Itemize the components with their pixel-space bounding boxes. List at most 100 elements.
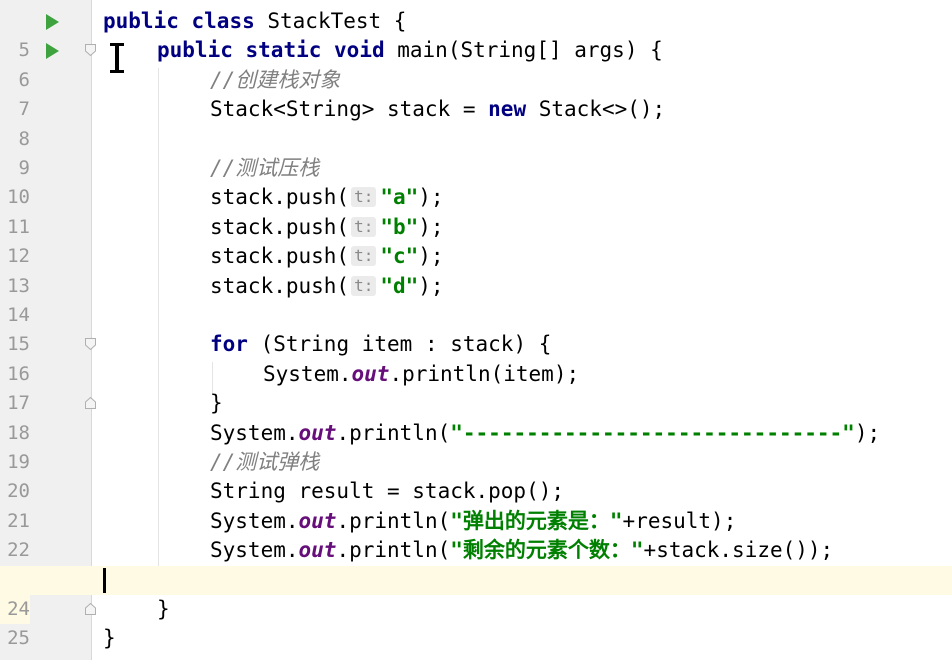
static-field: out: [298, 508, 337, 533]
string-literal: "剩余的元素个数：": [450, 538, 644, 563]
line-number: 19: [7, 451, 30, 473]
code-text: );: [854, 420, 881, 445]
code-line-6[interactable]: 6 public static void main(String[] args)…: [0, 36, 952, 90]
run-gutter-icon[interactable]: [46, 14, 59, 30]
code-text: System.: [210, 508, 299, 533]
line-number: 26: [0, 654, 30, 660]
code-text: +result);: [622, 508, 737, 533]
code-line-10[interactable]: 10 //测试压栈: [0, 154, 952, 208]
line-number: 12: [7, 245, 30, 268]
comment: //测试弹栈: [210, 450, 320, 474]
code-text: );: [418, 214, 444, 239]
fold-marker-icon[interactable]: [85, 338, 96, 351]
string-literal: "c": [380, 244, 419, 269]
code-text: stack.push(: [210, 244, 350, 269]
line-number: 18: [7, 421, 30, 444]
code-text: main(String[] args) {: [384, 38, 663, 63]
text-ibeam-cursor-icon: [109, 43, 125, 73]
fold-marker-icon[interactable]: [85, 44, 96, 57]
indent-guide: [212, 362, 213, 394]
code-line-16[interactable]: 16 for (String item : stack) {: [0, 330, 952, 384]
code-line-19[interactable]: 19 System.out.println("-----------------…: [0, 419, 952, 473]
keyword: public: [157, 38, 233, 63]
code-text: Stack<String> stack =: [210, 97, 489, 122]
code-line-17[interactable]: 17 System.out.println(item);: [0, 360, 952, 414]
code-line-7[interactable]: 7 //创建栈对象: [0, 66, 952, 120]
code-line-22[interactable]: 22 System.out.println("弹出的元素是："+result);: [0, 507, 952, 561]
code-line-25[interactable]: 25 }: [0, 595, 952, 649]
static-field: out: [351, 361, 390, 386]
code-line-26[interactable]: 26 }: [0, 624, 952, 660]
code-text: }: [103, 626, 116, 651]
keyword: for: [210, 332, 248, 357]
run-gutter-icon[interactable]: [46, 43, 59, 60]
text-caret: [103, 568, 106, 593]
string-literal: "弹出的元素是：": [450, 508, 623, 533]
code-text: System.: [210, 420, 299, 445]
line-number: 20: [7, 480, 30, 503]
keyword: class: [191, 9, 255, 33]
line-number: 13: [7, 274, 30, 297]
code-text: System.: [263, 361, 352, 386]
line-number: 24: [0, 595, 30, 625]
code-text: .println(: [336, 538, 451, 563]
code-text: );: [418, 273, 444, 298]
indent-guide: [158, 68, 159, 588]
code-line-8[interactable]: 8 Stack<String> stack = new Stack<>();: [0, 95, 952, 149]
code-text: (String item : stack) {: [247, 332, 552, 357]
code-line-9[interactable]: 9: [0, 125, 952, 179]
line-number: 17: [7, 392, 30, 415]
code-line-23[interactable]: 23 System.out.println("剩余的元素个数："+stack.s…: [0, 536, 952, 590]
code-text: .println(: [336, 508, 451, 533]
editor-gutter[interactable]: [0, 0, 92, 660]
keyword: void: [334, 38, 385, 63]
keyword: public: [103, 9, 179, 33]
line-number: 15: [7, 333, 30, 356]
code-text: stack.push(: [210, 273, 350, 298]
string-literal: "b": [380, 214, 419, 239]
code-text: );: [418, 244, 444, 269]
parameter-hint: t:: [351, 187, 377, 208]
code-line-11[interactable]: 11 stack.push(t:"a");: [0, 183, 952, 237]
code-line-24-current[interactable]: 24: [0, 565, 952, 625]
code-line-18[interactable]: 18 }: [0, 389, 952, 443]
string-literal: "d": [380, 273, 419, 298]
code-text: stack.push(: [210, 214, 350, 239]
code-text: .println(item);: [389, 361, 580, 386]
string-literal: "------------------------------": [450, 420, 855, 445]
comment: //创建栈对象: [210, 67, 341, 92]
code-text: Stack<>();: [526, 97, 666, 122]
keyword: new: [488, 97, 527, 122]
code-line-5[interactable]: 5 public class StackTest {: [0, 7, 952, 61]
keyword: static: [245, 38, 322, 63]
line-number: 7: [18, 98, 30, 121]
code-text: stack.push(: [210, 185, 350, 210]
line-number: 5: [18, 39, 30, 62]
code-text: +stack.size());: [643, 538, 834, 563]
code-line-12[interactable]: 12 stack.push(t:"b");: [0, 213, 952, 267]
code-line-14[interactable]: 14 stack.push(t:"d");: [0, 272, 952, 326]
code-text: String result = stack.pop();: [210, 479, 565, 504]
code-line-13[interactable]: 13 stack.push(t:"c");: [0, 242, 952, 296]
code-text: .println(: [336, 420, 451, 445]
line-number: 10: [7, 186, 30, 209]
code-line-15[interactable]: 15: [0, 301, 952, 355]
code-text: }: [210, 391, 223, 416]
static-field: out: [298, 538, 337, 563]
code-text: );: [418, 185, 444, 210]
line-number: 11: [7, 215, 30, 238]
code-line-21[interactable]: 21 String result = stack.pop();: [0, 477, 952, 531]
comment: //测试压栈: [210, 156, 320, 180]
code-text: StackTest {: [254, 9, 407, 33]
fold-end-icon[interactable]: [85, 603, 96, 615]
code-text: System.: [210, 538, 299, 563]
line-number: 22: [7, 539, 30, 562]
static-field: out: [298, 420, 337, 445]
line-number: 6: [18, 68, 30, 91]
code-line-20[interactable]: 20 //测试弹栈: [0, 448, 952, 502]
parameter-hint: t:: [351, 246, 377, 267]
line-number: 9: [18, 157, 30, 179]
fold-end-icon[interactable]: [85, 397, 96, 410]
parameter-hint: t:: [351, 275, 377, 296]
